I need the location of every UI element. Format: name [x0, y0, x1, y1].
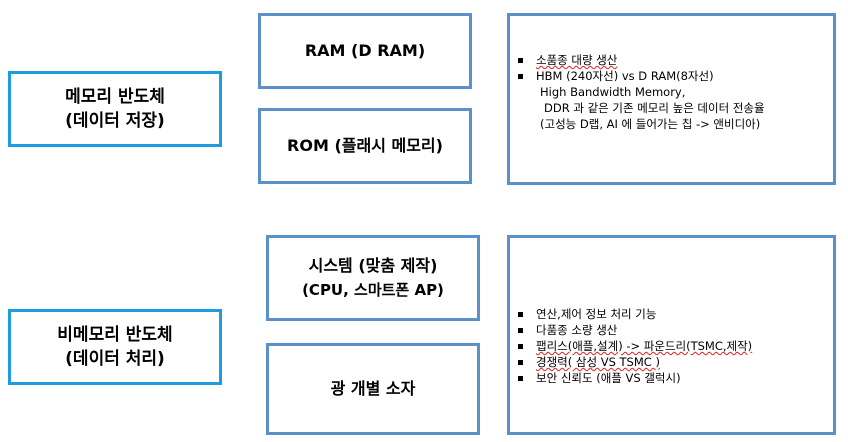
system-examples: (CPU, 스마트폰 AP) — [302, 281, 444, 299]
non-memory-note: 다품종 소량 생산 — [510, 322, 833, 338]
memory-note: DDR 과 같은 기존 메모리 높은 데이터 전송율 — [544, 101, 765, 115]
non-memory-note: 경쟁력( 삼성 VS TSMC ) — [510, 354, 833, 370]
non-memory-note: 팹리스(애플,설계) -> 파운드리(TSMC,제작) — [510, 338, 833, 354]
memory-title: 메모리 반도체 — [65, 87, 165, 107]
discrete-label: 광 개별 소자 — [330, 379, 416, 398]
memory-note: (고성능 D랩, AI 에 들어가는 칩 -> 앤비디아) — [540, 117, 761, 131]
non-memory-semiconductor-box: 비메모리 반도체 (데이터 처리) — [8, 309, 222, 385]
non-memory-notes-list: 연산,제어 정보 처리 기능 다품종 소량 생산 팹리스(애플,설계) -> 파… — [510, 306, 833, 386]
system-label: 시스템 (맞춤 제작) — [308, 256, 438, 275]
non-memory-title: 비메모리 반도체 — [57, 325, 173, 345]
memory-note: 소품종 대량 생산 — [510, 52, 833, 68]
memory-notes-box: 소품종 대량 생산 HBM (240자선) vs D RAM(8자선) High… — [507, 13, 836, 185]
ram-box: RAM (D RAM) — [258, 13, 472, 89]
memory-notes-list: 소품종 대량 생산 HBM (240자선) vs D RAM(8자선) High… — [510, 52, 833, 132]
memory-semiconductor-box: 메모리 반도체 (데이터 저장) — [8, 71, 222, 147]
rom-box: ROM (플래시 메모리) — [258, 108, 472, 184]
memory-note: HBM (240자선) vs D RAM(8자선) — [510, 68, 833, 84]
ram-label: RAM (D RAM) — [304, 41, 426, 60]
system-semiconductor-box: 시스템 (맞춤 제작) (CPU, 스마트폰 AP) — [266, 235, 480, 321]
memory-subtitle: (데이터 저장) — [65, 111, 165, 131]
memory-note: High Bandwidth Memory, — [540, 85, 686, 99]
non-memory-notes-box: 연산,제어 정보 처리 기능 다품종 소량 생산 팹리스(애플,설계) -> 파… — [507, 235, 836, 435]
non-memory-note: 보안 신뢰도 (애플 VS 갤럭시) — [510, 370, 833, 386]
rom-label: ROM (플래시 메모리) — [287, 136, 443, 155]
discrete-device-box: 광 개별 소자 — [266, 343, 480, 435]
non-memory-subtitle: (데이터 처리) — [65, 349, 165, 369]
non-memory-note: 연산,제어 정보 처리 기능 — [510, 306, 833, 322]
